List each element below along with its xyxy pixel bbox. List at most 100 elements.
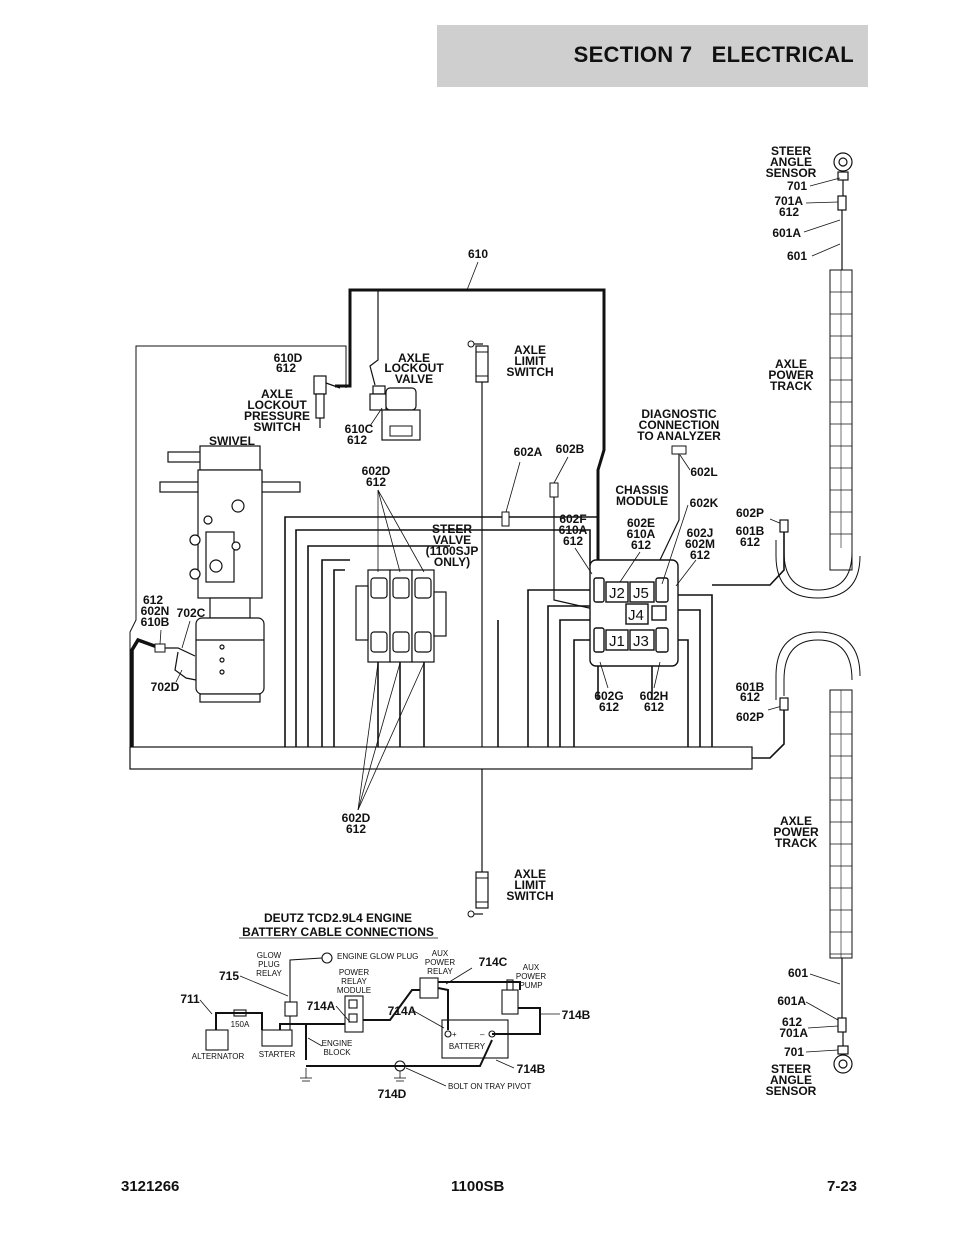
svg-text:TRACK: TRACK xyxy=(770,379,812,393)
svg-text:STEER: STEER xyxy=(771,144,811,158)
svg-text:ONLY): ONLY) xyxy=(434,555,470,569)
label-701a-bottom: 701A xyxy=(779,1026,808,1040)
svg-text:612: 612 xyxy=(690,548,710,562)
label-aux-power-relay: AUX POWER RELAY xyxy=(425,949,455,976)
diagnostic-connector-shape xyxy=(671,445,687,455)
footer-page: 7-23 xyxy=(827,1178,858,1195)
svg-text:SENSOR: SENSOR xyxy=(766,166,817,180)
connector-j3: J3 xyxy=(633,633,649,650)
label-aux-power-pump: AUX POWER PUMP xyxy=(516,963,546,990)
label-714c: 714C xyxy=(479,955,508,969)
connector-j2: J2 xyxy=(609,585,625,602)
svg-text:STEER: STEER xyxy=(432,522,472,536)
svg-text:ANGLE: ANGLE xyxy=(770,1073,812,1087)
label-engine-block: ENGINE BLOCK xyxy=(322,1039,353,1057)
axle-power-track-top xyxy=(775,269,861,599)
svg-text:POWER: POWER xyxy=(339,968,369,977)
harness-610-to-valve xyxy=(369,291,379,386)
footer-doc-number: 3121266 xyxy=(121,1178,180,1195)
svg-text:RELAY: RELAY xyxy=(427,967,453,976)
label-starter: STARTER xyxy=(259,1050,296,1059)
label-601b-top: 601B xyxy=(736,524,765,538)
wire-702 xyxy=(160,647,197,681)
label-602p-bottom: 602P xyxy=(736,710,764,724)
svg-text:GLOW: GLOW xyxy=(257,951,282,960)
frame-rail xyxy=(129,746,753,770)
svg-text:BATTERY CABLE CONNECTIONS: BATTERY CABLE CONNECTIONS xyxy=(242,925,434,939)
labels-axle-limit-switch-bottom: AXLE LIMIT SWITCH xyxy=(506,867,553,903)
label-602d-top: 602D xyxy=(362,464,391,478)
axle-limit-switch-bottom-shape xyxy=(467,769,489,918)
svg-text:PRESSURE: PRESSURE xyxy=(244,409,310,423)
svg-text:610A: 610A xyxy=(627,527,656,541)
chassis-module-shape xyxy=(589,559,679,667)
label-612-left: 612 xyxy=(143,593,163,607)
swivel-shape xyxy=(159,445,301,703)
svg-text:POWER: POWER xyxy=(425,958,455,967)
label-601b-bottom: 601B xyxy=(736,680,765,694)
label-612-601b-bottom: 612 xyxy=(740,690,760,704)
label-150a: 150A xyxy=(231,1020,250,1029)
svg-text:POWER: POWER xyxy=(768,368,814,382)
svg-text:SWITCH: SWITCH xyxy=(506,889,553,903)
label-612-top: 612 xyxy=(779,205,799,219)
labels-axle-power-track-bottom: AXLE POWER TRACK xyxy=(773,814,819,850)
svg-text:MODULE: MODULE xyxy=(616,494,668,508)
label-602b: 602B xyxy=(556,442,585,456)
label-610d: 610D xyxy=(274,351,303,365)
labels-axle-limit-switch-top: AXLE LIMIT SWITCH xyxy=(506,343,553,379)
steer-valve-shape xyxy=(355,569,447,663)
label-701a-top: 701A xyxy=(774,194,803,208)
svg-text:ANGLE: ANGLE xyxy=(770,155,812,169)
label-612-610c: 612 xyxy=(347,433,367,447)
connector-602n xyxy=(154,643,166,653)
label-602a: 602A xyxy=(514,445,543,459)
svg-text:STEER: STEER xyxy=(771,1062,811,1076)
label-612-610d: 612 xyxy=(276,361,296,375)
svg-text:602F: 602F xyxy=(559,512,586,526)
label-610c: 610C xyxy=(345,422,374,436)
labels-axle-lockout-pressure-switch: AXLE LOCKOUT PRESSURE SWITCH xyxy=(244,387,310,434)
connector-602b xyxy=(549,482,559,498)
svg-text:610A: 610A xyxy=(559,523,588,537)
axle-lockout-pressure-switch-shape xyxy=(313,375,341,428)
label-714a-left: 714A xyxy=(307,999,336,1013)
svg-text:RELAY: RELAY xyxy=(341,977,367,986)
svg-text:CONNECTION: CONNECTION xyxy=(639,418,720,432)
svg-text:AXLE: AXLE xyxy=(514,343,546,357)
label-engine-glow-plug: ENGINE GLOW PLUG xyxy=(337,952,418,961)
battery-inset-wires xyxy=(215,981,541,1067)
svg-text:LIMIT: LIMIT xyxy=(514,354,546,368)
svg-text:TRACK: TRACK xyxy=(775,836,817,850)
svg-text:612: 612 xyxy=(631,538,651,552)
label-601-top: 601 xyxy=(787,249,807,263)
svg-text:SWITCH: SWITCH xyxy=(253,420,300,434)
svg-text:602M: 602M xyxy=(685,537,715,551)
svg-text:AXLE: AXLE xyxy=(780,814,812,828)
label-bolt-on-tray-pivot: BOLT ON TRAY PIVOT xyxy=(448,1082,531,1091)
svg-text:SWITCH: SWITCH xyxy=(506,365,553,379)
connector-602a xyxy=(501,511,510,527)
label-602n: 602N xyxy=(141,604,170,618)
label-602l: 602L xyxy=(690,465,717,479)
label-612-602d-bottom: 612 xyxy=(346,822,366,836)
label-714b-right: 714B xyxy=(562,1008,591,1022)
label-plus: + xyxy=(452,1030,457,1039)
svg-text:DIAGNOSTIC: DIAGNOSTIC xyxy=(641,407,717,421)
svg-text:MODULE: MODULE xyxy=(337,986,371,995)
labels-chassis-module: CHASSIS MODULE xyxy=(615,483,668,508)
labels-steer-angle-sensor-bottom: STEER ANGLE SENSOR xyxy=(766,1062,817,1098)
label-glow-plug-relay: GLOW PLUG RELAY xyxy=(256,951,282,978)
leaders-602d xyxy=(357,489,425,811)
svg-text:AXLE: AXLE xyxy=(775,357,807,371)
label-701-bottom: 701 xyxy=(784,1045,804,1059)
label-601a-bottom: 601A xyxy=(777,994,806,1008)
label-702d: 702D xyxy=(151,680,180,694)
label-minus: – xyxy=(480,1030,485,1039)
svg-text:AUX: AUX xyxy=(523,963,540,972)
svg-text:ENGINE: ENGINE xyxy=(322,1039,353,1048)
labels-602e-group: 602E 610A 612 xyxy=(627,516,656,552)
label-610b: 610B xyxy=(141,615,170,629)
svg-text:LOCKOUT: LOCKOUT xyxy=(384,361,444,375)
battery-inset-title: DEUTZ TCD2.9L4 ENGINE BATTERY CABLE CONN… xyxy=(242,911,434,939)
